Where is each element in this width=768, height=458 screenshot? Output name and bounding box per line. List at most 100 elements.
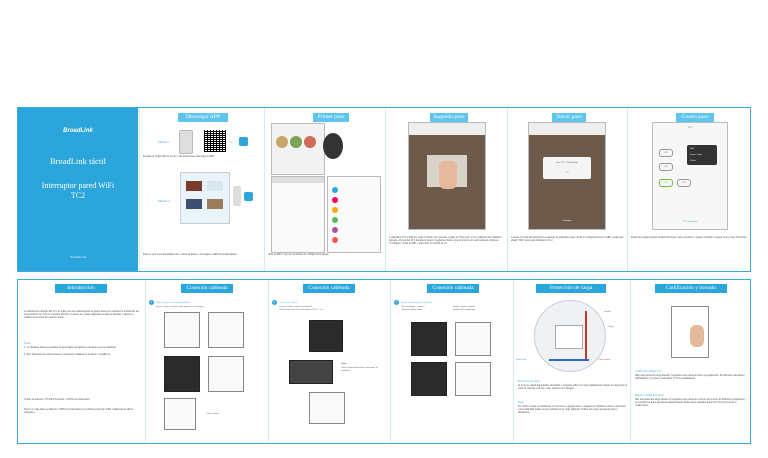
codes-text-1: Haga una pulsación larga durante 5 segun… [635, 374, 745, 381]
method-2-label: Método 2 [158, 199, 170, 203]
dialog-title: Save TC2 Controlling? [555, 161, 579, 164]
first-step-text: Abre la APP y vaya en la pantalla de con… [268, 253, 329, 256]
download-text-1: Escanee el código QR de la caja o del ma… [143, 155, 214, 158]
label-fuse: Fusible [604, 310, 612, 313]
phone-screen-3 [327, 176, 381, 253]
wired-2-line-2: Cable neutral de la luz al terminal L1,L… [279, 308, 324, 311]
step-number-2: 2 [272, 300, 277, 305]
third-step-column: Tercer paso Save TC2 Controlling? OK Con… [507, 108, 627, 271]
wiring-image-3 [309, 392, 345, 424]
tab-third-step: Tercer paso [552, 113, 586, 122]
cover-title: BroadLink táctil [50, 156, 106, 166]
wired-2-line-1: Conecte cable neutral al terminal L [279, 305, 313, 308]
wiring-image-1 [309, 320, 343, 352]
switch-panel-image [164, 398, 196, 430]
control-caption: TC2 controlado [682, 220, 698, 223]
install-image-1 [411, 322, 447, 356]
phone-scan-image [179, 130, 193, 154]
menu-zoom-image [323, 133, 343, 159]
intro-notes-title: Notas: [24, 342, 31, 345]
menu-item-delete[interactable]: Delete [690, 159, 697, 162]
phone-screen-1 [271, 123, 325, 175]
touch-switch-image [671, 306, 709, 358]
wired-3-line-3: Atornille ambos lados [401, 308, 423, 311]
phone-screen-2 [271, 176, 325, 253]
second-step-column: Segundo paso Compruebe TC2 y RM pro teng… [385, 108, 507, 271]
codes-text-2: Haz una pulsación larga durante 10 segun… [635, 398, 746, 408]
cover-footer: ibroadlink.com [70, 256, 86, 259]
protection-column: Protección de carga Fusible Carga Cable … [513, 280, 630, 443]
phone-screen-press [408, 122, 486, 230]
menu-item-learn[interactable]: Learn / Sync [690, 153, 703, 156]
phone-screen-control: TC2 ON ON ON OFF Edit Learn / Sync Delet… [652, 122, 728, 230]
wired-1-title: Quite el panel con un destornillador [156, 301, 191, 304]
wired-3-line-2: Instale el panel frontal [453, 305, 475, 308]
step-number-3: 3 [394, 300, 399, 305]
intro-voltage: Voltaje de entrada: 170-240V Potencia: 5… [24, 398, 90, 401]
on-button-3[interactable]: ON [659, 179, 673, 187]
phone-screen-confirm: Save TC2 Controlling? OK Configure [528, 122, 606, 230]
control-header: TC2 [687, 126, 693, 129]
switch-frame-image [208, 356, 244, 392]
bottom-sheet: Introducción La instalación cableada del… [17, 279, 751, 444]
tab-second-step: Segundo paso [430, 113, 468, 122]
configure-button[interactable]: Configure [562, 219, 572, 222]
step-number-1: 1 [149, 300, 154, 305]
wired-2-column: Conexión cableada 2 Conecte los cables C… [268, 280, 390, 443]
protection-text-2: No cubrir ni tapar la instalación. Si la… [518, 405, 626, 415]
intro-text: La instalación cableada del TC2 es igual… [24, 310, 139, 320]
install-image-2 [455, 322, 491, 356]
third-step-text: Cuando el botón del interruptor se deten… [511, 236, 624, 243]
wired-2-title: Conecte los cables [279, 301, 297, 304]
label-live: Cable vivo [516, 358, 527, 361]
wired-2-note: Cable alimentación debe conectarse al te… [341, 366, 378, 372]
tab-wired-1: Conexión cableada [181, 284, 233, 293]
load-diagram [534, 300, 606, 372]
app-icon-2 [244, 192, 253, 201]
tab-first-step: Primer paso [313, 113, 349, 122]
fourth-step-text: Desde una página puedes realizar funcion… [631, 236, 747, 239]
tab-wired-2: Conexión cableada [303, 284, 355, 293]
protection-text-1: Si la luz se queda ligeramente encendida… [518, 384, 628, 391]
cover-subtitle-2: TC2 [70, 191, 86, 200]
app-icon [239, 137, 248, 146]
on-button-1[interactable]: ON [659, 149, 673, 157]
wired-3-column: Conexión cableada 3 Instale el interrupt… [390, 280, 513, 443]
tab-download: Descargar APP [178, 113, 228, 122]
intro-column: Introducción La instalación cableada del… [18, 280, 144, 443]
download-text-2: Entre la web www.ibroadlink.com o desde … [143, 253, 238, 256]
off-button-3[interactable]: OFF [677, 179, 691, 187]
method-1-label: Método 1 [158, 140, 170, 144]
wiring-image-2 [289, 360, 333, 384]
intro-note-2: 2. Para funcionar de control remoto es n… [24, 353, 111, 356]
on-button-2[interactable]: ON [659, 163, 673, 171]
wired-3-line-4: Instalación completada [453, 308, 476, 311]
website-image [180, 172, 230, 224]
codes-title-1: Codificación remota TC2 [635, 370, 662, 373]
wired-1-column: Conexión cableada 1 Quite el panel con u… [145, 280, 268, 443]
first-step-column: Primer paso Abre la APP y vaya en la pan… [264, 108, 385, 271]
switch-dark-image [164, 356, 200, 392]
qr-code-image [204, 130, 226, 152]
dialog-ok-button[interactable]: OK [565, 171, 569, 174]
phone-store-image [233, 186, 241, 206]
wired-1-label: Abra el panel [206, 412, 219, 415]
tab-protection: Protección de carga [536, 284, 606, 293]
switch-front-image [208, 312, 244, 348]
cover-panel: BroadLink BroadLink táctil Interruptor p… [18, 108, 138, 271]
brand-logo: BroadLink [63, 128, 93, 134]
wired-2-note-title: Nota: [341, 362, 347, 365]
tab-intro: Introducción [55, 284, 107, 293]
context-menu: Edit Learn / Sync Delete [687, 145, 717, 165]
intro-warning: Nota: La carga debe ser inferior a 200W … [24, 408, 134, 415]
install-image-4 [455, 362, 491, 396]
top-sheet: BroadLink BroadLink táctil Interruptor p… [17, 107, 751, 272]
menu-item-edit[interactable]: Edit [690, 147, 694, 150]
install-image-3 [411, 362, 447, 396]
fourth-step-column: Cuarto paso TC2 ON ON ON OFF Edit Learn … [627, 108, 751, 271]
wired-3-line-1: Fije interruptor en pared [401, 305, 425, 308]
switch-open-image [164, 312, 200, 348]
protection-title-1: Protección por carga [518, 380, 540, 383]
cover-subtitle-1: Interruptor pared WiFi [41, 181, 115, 190]
intro-note-1: 1. La distancia entre dos mandos de pare… [24, 346, 117, 349]
